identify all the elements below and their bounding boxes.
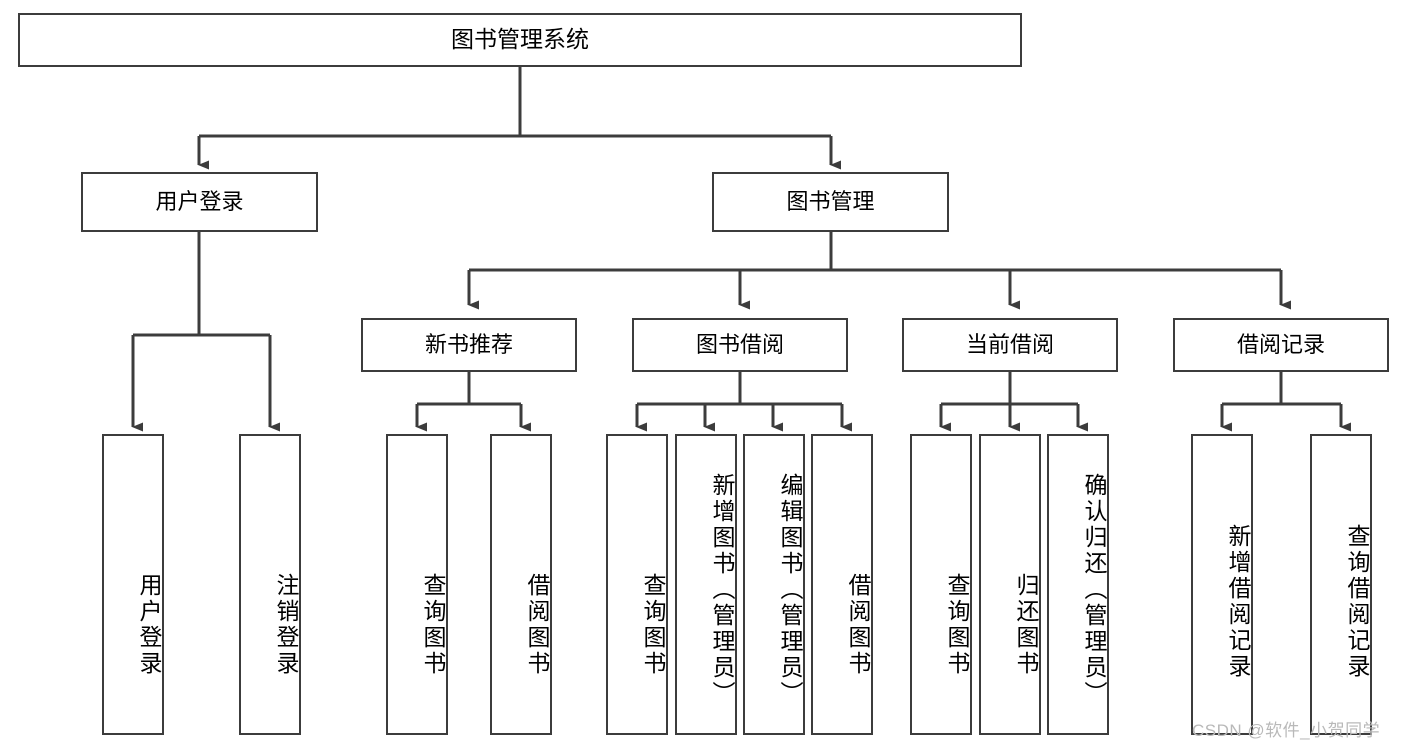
node-book-borrow[interactable]: 图书借阅 — [632, 318, 848, 372]
leaf-confirm-return-admin[interactable]: 确认归还（管理员） — [1047, 434, 1109, 735]
leaf-borrow-book[interactable]: 借阅图书 — [811, 434, 873, 735]
leaf-add-borrow-record[interactable]: 新增借阅记录 — [1191, 434, 1253, 735]
node-current-borrow[interactable]: 当前借阅 — [902, 318, 1118, 372]
leaf-query-book-current[interactable]: 查询图书 — [910, 434, 972, 735]
node-root-system[interactable]: 图书管理系统 — [18, 13, 1022, 67]
leaf-add-book-admin[interactable]: 新增图书（管理员） — [675, 434, 737, 735]
leaf-borrow-book-recommend[interactable]: 借阅图书 — [490, 434, 552, 735]
leaf-query-book-recommend[interactable]: 查询图书 — [386, 434, 448, 735]
node-new-book-recommend[interactable]: 新书推荐 — [361, 318, 577, 372]
leaf-return-book[interactable]: 归还图书 — [979, 434, 1041, 735]
leaf-logout[interactable]: 注销登录 — [239, 434, 301, 735]
leaf-edit-book-admin[interactable]: 编辑图书（管理员） — [743, 434, 805, 735]
node-user-login[interactable]: 用户登录 — [81, 172, 318, 232]
node-borrow-record[interactable]: 借阅记录 — [1173, 318, 1389, 372]
leaf-user-login[interactable]: 用户登录 — [102, 434, 164, 735]
leaf-query-book-borrow[interactable]: 查询图书 — [606, 434, 668, 735]
watermark-credit: CSDN @软件_小贺同学 — [1192, 721, 1381, 740]
node-book-management[interactable]: 图书管理 — [712, 172, 949, 232]
leaf-query-borrow-record[interactable]: 查询借阅记录 — [1310, 434, 1372, 735]
